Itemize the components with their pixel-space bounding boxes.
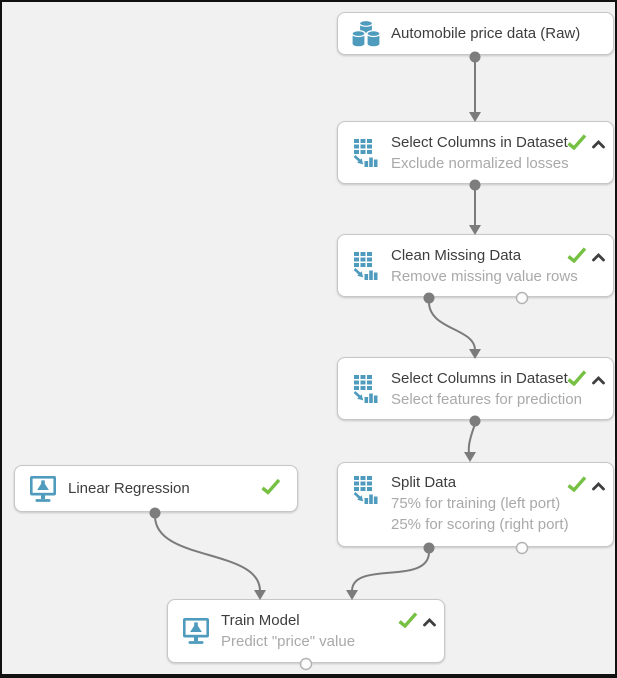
status-check-icon	[567, 370, 587, 391]
arrowhead	[464, 452, 476, 462]
node-subtitle-line2: 25% for scoring (right port)	[391, 516, 569, 533]
data-transform-icon	[350, 474, 382, 506]
edge-linreg-to-train	[154, 515, 261, 592]
node-title: Clean Missing Data	[391, 246, 522, 264]
edge-select2-to-split	[467, 423, 476, 454]
collapse-chevron-icon[interactable]	[592, 136, 605, 154]
status-check-icon	[567, 134, 587, 155]
edge-clean-to-select2	[428, 301, 476, 351]
node-automobile-price-data[interactable]: Automobile price data (Raw)	[337, 12, 614, 55]
node-select-columns-2[interactable]: Select Columns in Dataset Select feature…	[337, 357, 614, 420]
data-transform-icon	[350, 137, 382, 169]
status-check-icon	[567, 476, 587, 497]
status-check-icon	[567, 247, 587, 268]
port-clean-output-left[interactable]	[423, 292, 435, 304]
node-title: Automobile price data (Raw)	[391, 25, 581, 42]
collapse-chevron-icon[interactable]	[592, 478, 605, 496]
node-select-columns-1[interactable]: Select Columns in Dataset Exclude normal…	[337, 121, 614, 184]
ml-model-icon	[27, 473, 59, 505]
node-linear-regression[interactable]: Linear Regression	[14, 465, 298, 512]
ml-model-icon	[180, 615, 212, 647]
node-title: Select Columns in Dataset	[391, 369, 568, 387]
status-check-icon	[261, 478, 281, 499]
data-transform-icon	[350, 373, 382, 405]
port-dataset-output[interactable]	[469, 51, 481, 63]
node-subtitle-line1: 75% for training (left port)	[391, 495, 561, 512]
node-subtitle: Select features for prediction	[391, 390, 582, 408]
status-check-icon	[398, 612, 418, 633]
port-clean-output-right[interactable]	[515, 291, 529, 305]
data-transform-icon	[350, 250, 382, 282]
collapse-chevron-icon[interactable]	[592, 372, 605, 390]
node-title: Select Columns in Dataset	[391, 133, 568, 151]
edge-split-to-train	[351, 551, 430, 592]
node-train-model[interactable]: Train Model Predict "price" value	[167, 599, 445, 663]
port-split-output-right[interactable]	[515, 541, 529, 555]
collapse-chevron-icon[interactable]	[592, 249, 605, 267]
port-select1-output[interactable]	[469, 179, 481, 191]
port-linreg-output[interactable]	[149, 507, 161, 519]
node-subtitle: Predict "price" value	[221, 633, 356, 650]
node-subtitle: Remove missing value rows	[391, 267, 578, 285]
node-split-data[interactable]: Split Data 75% for training (left port) …	[337, 462, 614, 547]
node-title: Split Data	[391, 474, 457, 491]
node-title: Linear Regression	[68, 480, 190, 497]
node-title: Train Model	[221, 612, 300, 629]
node-subtitle: Exclude normalized losses	[391, 154, 569, 172]
collapse-chevron-icon[interactable]	[423, 614, 436, 632]
port-split-output-left[interactable]	[423, 542, 435, 554]
database-cylinders-icon	[350, 18, 382, 50]
node-clean-missing-data[interactable]: Clean Missing Data Remove missing value …	[337, 234, 614, 297]
port-select2-output[interactable]	[469, 415, 481, 427]
port-train-output[interactable]	[299, 657, 313, 671]
